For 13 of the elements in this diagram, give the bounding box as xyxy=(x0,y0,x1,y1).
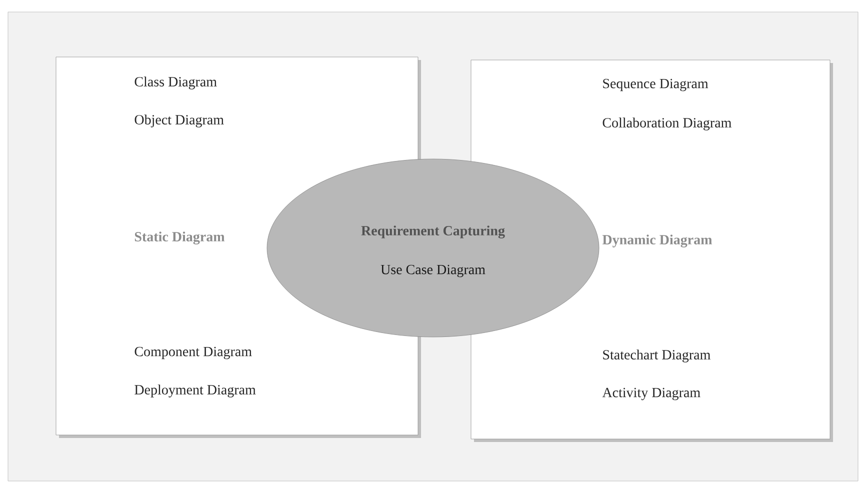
diagram-label: Use Case Diagram xyxy=(380,264,486,278)
diagram-label: Sequence Diagram xyxy=(603,78,708,92)
diagram-label: Collaboration Diagram xyxy=(602,118,732,130)
diagram-label: Class Diagram xyxy=(134,76,217,90)
diagram-label: Statechart Diagram xyxy=(603,350,710,362)
ellipse xyxy=(266,158,600,338)
diagram-label: Requirement Capturing xyxy=(361,226,505,238)
diagram-label: Object Diagram xyxy=(134,114,224,128)
diagram-label: Static Diagram xyxy=(134,232,225,244)
diagram-label: Deployment Diagram xyxy=(134,384,256,398)
diagram-label: Activity Diagram xyxy=(602,388,700,400)
diagram-label: Component Diagram xyxy=(134,346,252,360)
diagram-label: Dynamic Diagram xyxy=(602,234,712,248)
